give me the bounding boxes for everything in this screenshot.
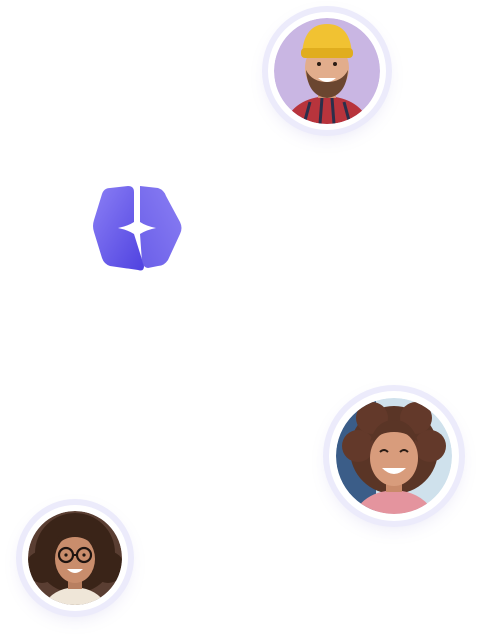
woman-curly-hair-avatar-icon [336,398,452,514]
avatar-woman-curly [329,391,459,521]
man-yellow-beanie-avatar-icon [274,18,380,124]
diamond-hexagon-logo-icon [93,186,182,271]
girl-glasses-avatar-icon [28,511,122,605]
avatar-girl-glasses [22,505,128,611]
avatar-man-beanie [268,12,386,130]
